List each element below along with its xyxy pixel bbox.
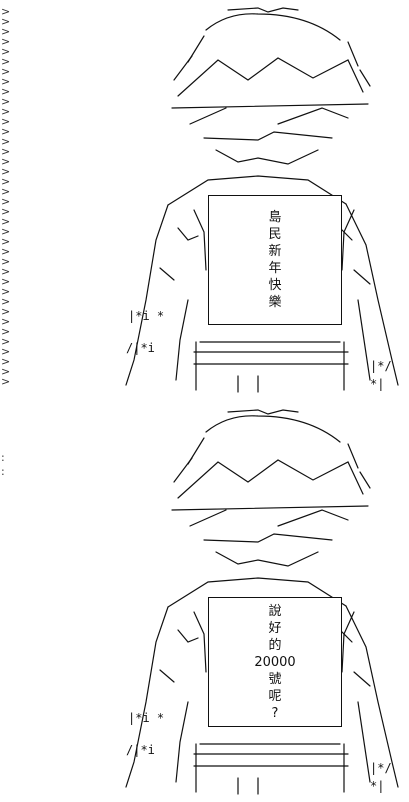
svg-text:|*/: |*/ bbox=[370, 359, 392, 373]
gutter-marker: > bbox=[1, 285, 11, 298]
sign-text-line: 民 bbox=[268, 227, 282, 242]
sign-text-line: 呢 bbox=[268, 688, 282, 704]
gutter-marker: > bbox=[1, 35, 11, 48]
gutter-marker: > bbox=[1, 335, 11, 348]
sign-text-line: 好 bbox=[268, 620, 282, 636]
held-sign: 島民新年快樂 bbox=[208, 195, 342, 325]
gutter-marker: > bbox=[1, 355, 11, 368]
gutter-marker: > bbox=[1, 325, 11, 338]
sign-text-line: 的 bbox=[268, 637, 282, 653]
gutter-marker: > bbox=[1, 375, 11, 388]
gutter-marker: > bbox=[1, 5, 11, 18]
gutter-dot: : bbox=[1, 465, 5, 478]
svg-text:|*i *: |*i * bbox=[128, 309, 164, 323]
sign-text-line: 快 bbox=[268, 278, 282, 293]
gutter-dot: : bbox=[1, 451, 5, 464]
character-figure-art: |*i * /|*i |*/ *| bbox=[125, 7, 399, 393]
gutter-marker: > bbox=[1, 45, 11, 58]
svg-text:|*i *: |*i * bbox=[128, 711, 164, 725]
gutter-marker: > bbox=[1, 205, 11, 218]
gutter-marker: > bbox=[1, 305, 11, 318]
svg-text:*|: *| bbox=[370, 377, 384, 391]
ascii-art-panel-top: |*i * /|*i |*/ *| 島民新年快樂 bbox=[108, 0, 404, 400]
svg-text:/|*i: /|*i bbox=[126, 341, 155, 355]
svg-text:*|: *| bbox=[370, 779, 384, 793]
gutter-marker: > bbox=[1, 235, 11, 248]
gutter-marker: > bbox=[1, 255, 11, 268]
gutter-marker: > bbox=[1, 185, 11, 198]
sign-text-line: 樂 bbox=[268, 295, 282, 310]
gutter-marker: > bbox=[1, 365, 11, 378]
sign-text-line: 說 bbox=[268, 603, 282, 619]
sign-text-line: 20000 bbox=[254, 654, 296, 670]
sign-text-line: ? bbox=[271, 705, 279, 721]
character-figure-art: |*i * /|*i |*/ *| bbox=[125, 409, 399, 795]
gutter-marker: > bbox=[1, 225, 11, 238]
gutter-marker: > bbox=[1, 195, 11, 208]
gutter-marker: > bbox=[1, 175, 11, 188]
gutter-marker: > bbox=[1, 65, 11, 78]
gutter-marker: > bbox=[1, 165, 11, 178]
sign-text-line: 島 bbox=[268, 210, 282, 225]
sign-text-line: 號 bbox=[268, 671, 282, 687]
gutter-marker: > bbox=[1, 155, 11, 168]
gutter-marker: > bbox=[1, 215, 11, 228]
gutter-marker: > bbox=[1, 75, 11, 88]
left-gutter: >>>>>>>>>>>>>>>>>>>>>>>>>>>>>>>>>>>>>>:: bbox=[0, 0, 14, 800]
sign-text-line: 新 bbox=[268, 244, 282, 259]
gutter-marker: > bbox=[1, 135, 11, 148]
gutter-marker: > bbox=[1, 265, 11, 278]
svg-text:/|*i: /|*i bbox=[126, 743, 155, 757]
svg-text:|*/: |*/ bbox=[370, 761, 392, 775]
gutter-marker: > bbox=[1, 295, 11, 308]
gutter-marker: > bbox=[1, 15, 11, 28]
gutter-marker: > bbox=[1, 85, 11, 98]
gutter-marker: > bbox=[1, 145, 11, 158]
gutter-marker: > bbox=[1, 125, 11, 138]
gutter-marker: > bbox=[1, 345, 11, 358]
gutter-marker: > bbox=[1, 55, 11, 68]
gutter-marker: > bbox=[1, 115, 11, 128]
gutter-marker: > bbox=[1, 25, 11, 38]
gutter-marker: > bbox=[1, 315, 11, 328]
gutter-marker: > bbox=[1, 95, 11, 108]
gutter-marker: > bbox=[1, 245, 11, 258]
gutter-marker: > bbox=[1, 105, 11, 118]
gutter-marker: > bbox=[1, 275, 11, 288]
sign-text-line: 年 bbox=[268, 261, 282, 276]
